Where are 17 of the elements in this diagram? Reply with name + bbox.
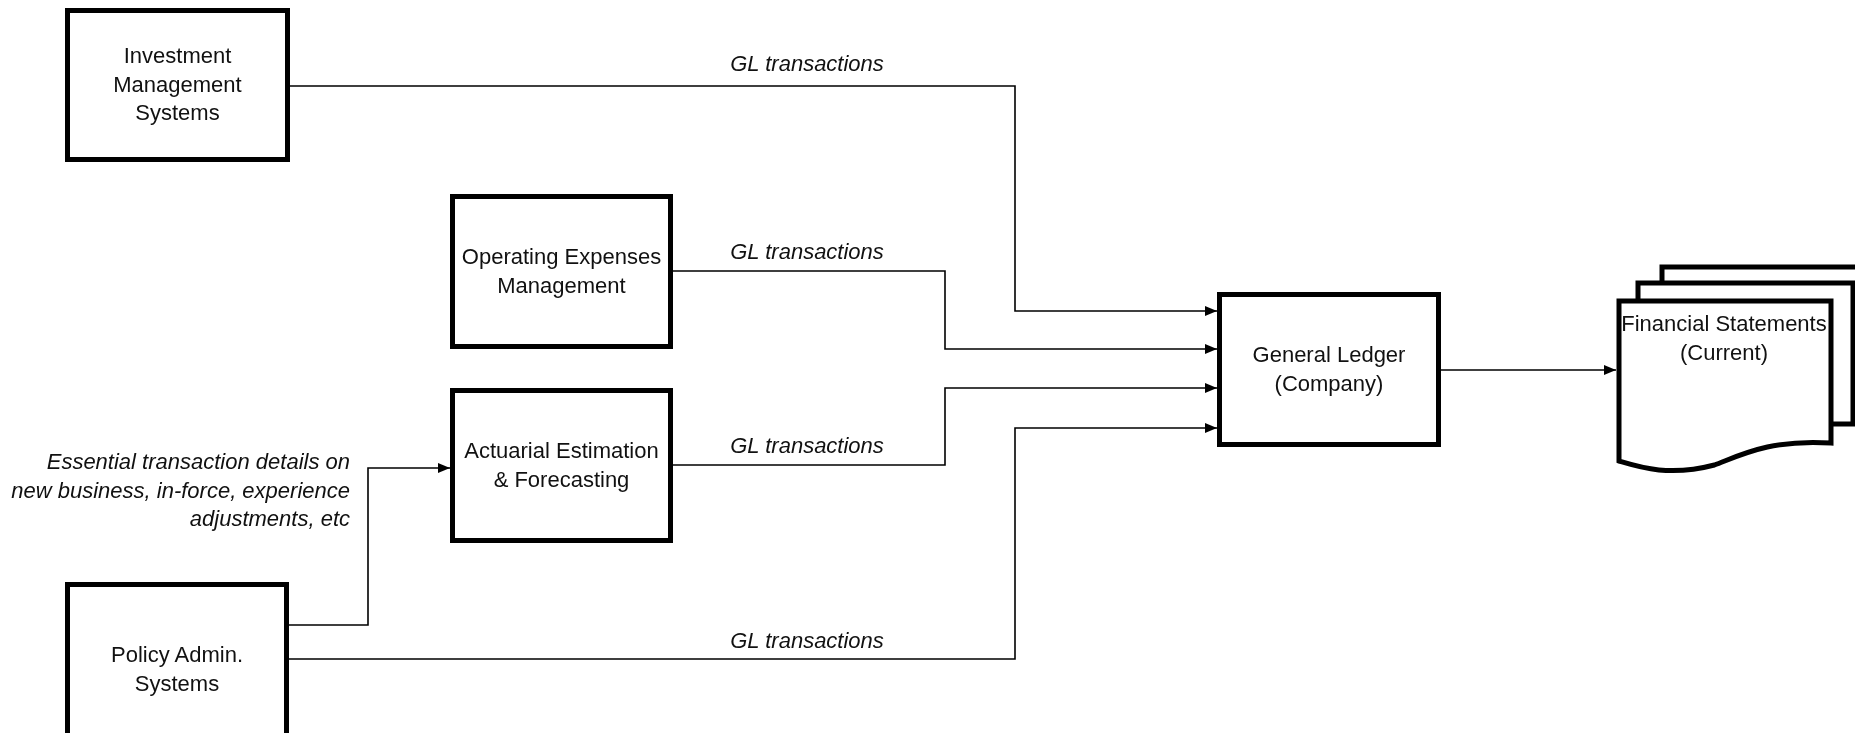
connector-arrow (1440, 365, 1617, 375)
connector-arrow (672, 383, 1218, 466)
process-box (65, 8, 290, 162)
node-label: Policy Admin. Systems (109, 640, 245, 698)
process-box (450, 194, 673, 349)
node-label: General Ledger (Company) (1251, 340, 1407, 398)
connector-arrow (672, 270, 1218, 354)
node-label: Actuarial Estimation & Forecasting (463, 436, 660, 494)
node-label: Operating Expenses Management (461, 242, 662, 300)
connector-arrow (289, 85, 1218, 316)
node-label: Financial Statements (Current) (1620, 310, 1828, 367)
connector-arrow (288, 463, 451, 626)
process-box (450, 388, 673, 543)
node-label: Investment Management Systems (112, 42, 243, 128)
connector-arrow (288, 423, 1218, 660)
process-box (1217, 292, 1441, 447)
process-box (65, 582, 289, 733)
